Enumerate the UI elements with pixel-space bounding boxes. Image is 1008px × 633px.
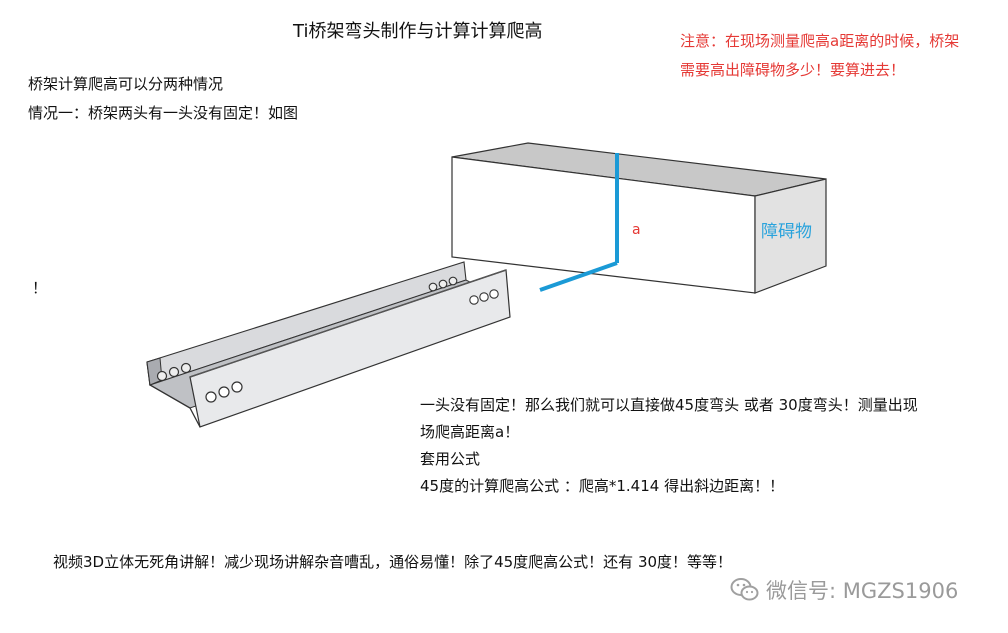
tray-lip: [189, 269, 507, 378]
hole: [168, 366, 180, 378]
obstacle-box: [451, 142, 827, 294]
explanation-line-4: 45度的计算爬高公式 ：爬高*1.414 得出斜边距离！！: [420, 477, 785, 495]
hole: [218, 386, 230, 398]
intro-line-1: 桥架计算爬高可以分两种情况: [28, 75, 224, 93]
hole: [489, 289, 499, 299]
hole: [438, 279, 448, 289]
page-title: Ti桥架弯头制作与计算计算爬高: [293, 21, 543, 42]
hole: [231, 381, 243, 393]
hole: [469, 295, 479, 305]
wechat-watermark: 微信号: MGZS1906: [730, 575, 958, 605]
obstacle-side-face: [754, 178, 827, 294]
footer-text: 视频3D立体无死角讲解！减少现场讲解杂音嘈乱，通俗易懂！除了45度爬高公式！还有…: [53, 553, 733, 571]
notice-line-1: 注意：在现场测量爬高a距离的时候，桥架: [680, 32, 960, 50]
explanation-line-2: 场爬高距离a！: [420, 423, 520, 441]
notice-line-2: 需要高出障碍物多少！要算进去！: [680, 61, 906, 79]
hole: [479, 292, 489, 302]
intro-line-2: 情况一：桥架两头有一头没有固定！如图: [28, 104, 299, 122]
explanation-line-3: 套用公式: [420, 450, 481, 468]
hole: [428, 282, 438, 292]
wechat-id-text: 微信号: MGZS1906: [766, 579, 959, 603]
obstacle-label: 障碍物: [761, 222, 812, 242]
stray-exclamation: ！: [32, 279, 48, 297]
cable-tray: [146, 261, 511, 428]
explanation-text: 一头没有固定！那么我们就可以直接做45度弯头 或者 30度弯头！测量出现 场爬高…: [420, 392, 918, 500]
climb-height-measure: [539, 153, 619, 292]
hole: [156, 370, 168, 382]
hole: [180, 362, 192, 374]
explanation-line-1: 一头没有固定！那么我们就可以直接做45度弯头 或者 30度弯头！测量出现: [420, 396, 918, 414]
wechat-icon: [730, 578, 759, 601]
horizontal-measure-line: [539, 261, 618, 292]
notice-text: 注意：在现场测量爬高a距离的时候，桥架 需要高出障碍物多少！要算进去！: [680, 27, 959, 85]
label-a: a: [632, 222, 641, 238]
hole: [448, 276, 458, 286]
hole: [205, 391, 217, 403]
